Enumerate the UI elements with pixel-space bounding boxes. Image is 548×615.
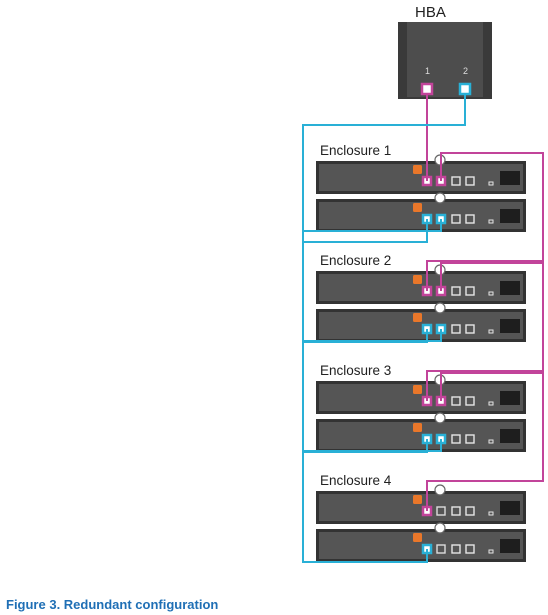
controller-module-b bbox=[316, 192, 526, 232]
management-port[interactable] bbox=[451, 506, 461, 516]
cable-cyan-chain-2 bbox=[302, 329, 442, 453]
management-port[interactable] bbox=[451, 286, 461, 296]
controller-module-a bbox=[316, 374, 526, 414]
release-latch[interactable] bbox=[413, 165, 422, 174]
sas-port-out[interactable] bbox=[436, 544, 446, 554]
status-led bbox=[488, 219, 494, 224]
service-port[interactable] bbox=[465, 214, 475, 224]
thumbscrew[interactable] bbox=[434, 302, 446, 314]
cable-hba-port2-loop bbox=[302, 94, 466, 243]
hba-port-1-label: 1 bbox=[425, 66, 430, 76]
hba: HBA 1 2 bbox=[398, 4, 492, 99]
thumbscrew[interactable] bbox=[434, 412, 446, 424]
release-latch[interactable] bbox=[413, 385, 422, 394]
enclosure-label: Enclosure 1 bbox=[320, 143, 391, 158]
controller-module-a bbox=[316, 484, 526, 524]
release-latch[interactable] bbox=[413, 313, 422, 322]
debug-port[interactable] bbox=[500, 539, 520, 553]
service-port[interactable] bbox=[465, 286, 475, 296]
management-port[interactable] bbox=[451, 396, 461, 406]
cable-cyan-chain-1 bbox=[302, 219, 442, 343]
debug-port[interactable] bbox=[500, 209, 520, 223]
enclosure-label: Enclosure 4 bbox=[320, 473, 392, 488]
management-port[interactable] bbox=[451, 176, 461, 186]
hba-port-2[interactable] bbox=[458, 82, 472, 96]
status-led bbox=[488, 291, 494, 296]
cable-magenta-chain-3 bbox=[426, 372, 544, 511]
hba-port-2-label: 2 bbox=[463, 66, 468, 76]
thumbscrew[interactable] bbox=[434, 484, 446, 496]
management-port[interactable] bbox=[451, 324, 461, 334]
status-led bbox=[488, 549, 494, 554]
hba-face bbox=[407, 22, 483, 97]
service-port[interactable] bbox=[465, 324, 475, 334]
controller-module-b bbox=[316, 522, 526, 562]
enclosure-1: Enclosure 1 bbox=[316, 143, 526, 232]
debug-port[interactable] bbox=[500, 281, 520, 295]
figure-caption: Figure 3. Redundant configuration bbox=[6, 597, 219, 612]
service-port[interactable] bbox=[465, 176, 475, 186]
release-latch[interactable] bbox=[413, 203, 422, 212]
service-port[interactable] bbox=[465, 396, 475, 406]
release-latch[interactable] bbox=[413, 533, 422, 542]
status-led bbox=[488, 181, 494, 186]
debug-port[interactable] bbox=[500, 501, 520, 515]
enclosure-3: Enclosure 3 bbox=[316, 363, 526, 452]
thumbscrew[interactable] bbox=[434, 522, 446, 534]
controller-module-a bbox=[316, 264, 526, 304]
cable-magenta-chain-2 bbox=[426, 262, 544, 401]
enclosure-label: Enclosure 3 bbox=[320, 363, 391, 378]
cable-cyan-chain-3 bbox=[302, 439, 442, 563]
release-latch[interactable] bbox=[413, 275, 422, 284]
enclosure-2: Enclosure 2 bbox=[316, 253, 526, 342]
cable-magenta-chain-1 bbox=[426, 152, 544, 291]
enclosure-stack: Enclosure 1 Enclosure 2 Enclosure 3 Enclosu… bbox=[316, 143, 526, 562]
controller-module-b bbox=[316, 302, 526, 342]
management-port[interactable] bbox=[451, 544, 461, 554]
thumbscrew[interactable] bbox=[434, 192, 446, 204]
debug-port[interactable] bbox=[500, 429, 520, 443]
service-port[interactable] bbox=[465, 506, 475, 516]
status-led bbox=[488, 401, 494, 406]
status-led bbox=[488, 329, 494, 334]
debug-port[interactable] bbox=[500, 319, 520, 333]
management-port[interactable] bbox=[451, 214, 461, 224]
service-port[interactable] bbox=[465, 544, 475, 554]
status-led bbox=[488, 511, 494, 516]
debug-port[interactable] bbox=[500, 171, 520, 185]
enclosure-label: Enclosure 2 bbox=[320, 253, 391, 268]
controller-module-b bbox=[316, 412, 526, 452]
release-latch[interactable] bbox=[413, 495, 422, 504]
sas-port-out[interactable] bbox=[436, 506, 446, 516]
debug-port[interactable] bbox=[500, 391, 520, 405]
controller-module-a bbox=[316, 154, 526, 194]
enclosure-4: Enclosure 4 bbox=[316, 473, 526, 562]
management-port[interactable] bbox=[451, 434, 461, 444]
release-latch[interactable] bbox=[413, 423, 422, 432]
hba-port-1[interactable] bbox=[420, 82, 434, 96]
cable-group bbox=[302, 94, 544, 563]
hba-label: HBA bbox=[415, 4, 446, 21]
service-port[interactable] bbox=[465, 434, 475, 444]
status-led bbox=[488, 439, 494, 444]
